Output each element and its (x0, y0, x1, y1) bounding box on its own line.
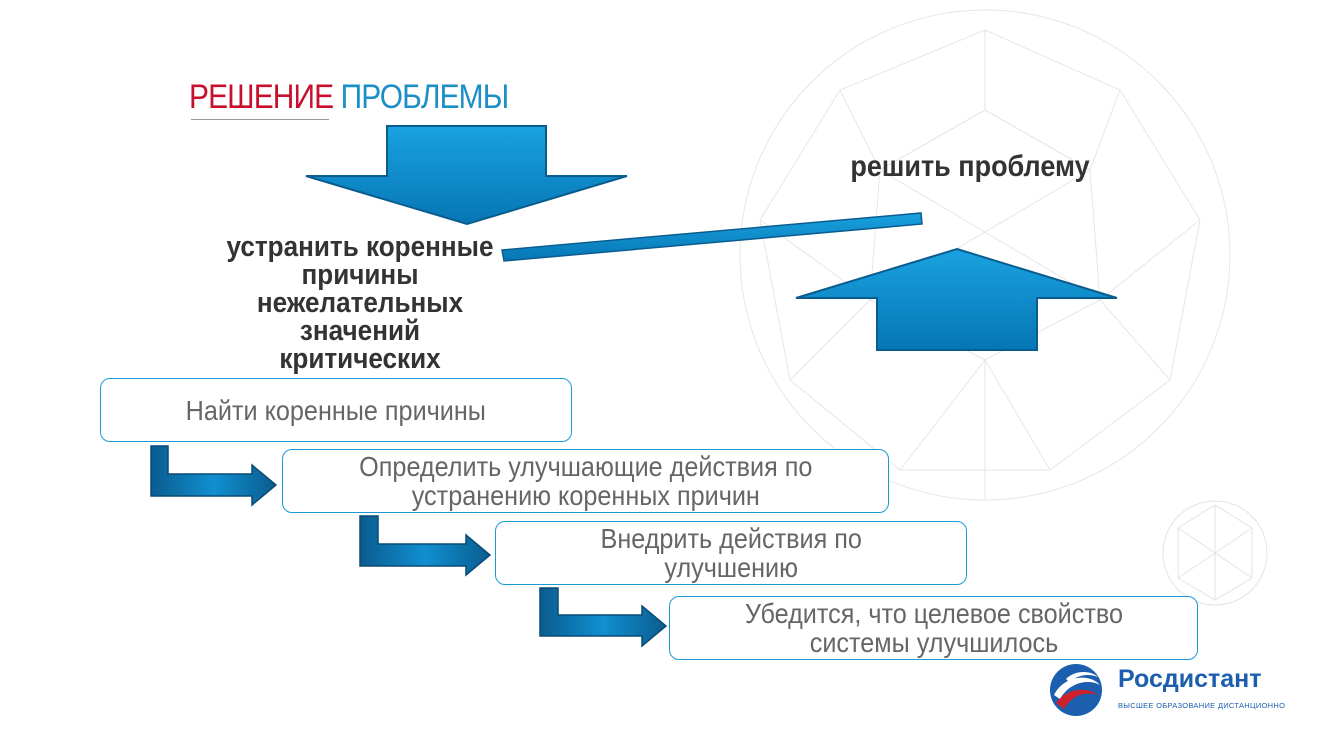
step-4-line-2: системы улучшилось (809, 627, 1058, 658)
step-box-define-actions: Определить улучшающие действия по устран… (282, 449, 889, 513)
brand-tagline: ВЫСШЕЕ ОБРАЗОВАНИЕ ДИСТАНЦИОННО (1118, 701, 1286, 710)
small-geodesic-decoration (1162, 500, 1268, 606)
step-box-implement-actions: Внедрить действия по улучшению (495, 521, 967, 585)
step-4-line-1: Убедится, что целевое свойство (744, 598, 1123, 629)
step-box-find-causes: Найти коренные причины (100, 378, 572, 442)
bent-arrow-1 (150, 445, 278, 507)
slide-title: РЕШЕНИЕ ПРОБЛЕМЫ (189, 78, 510, 117)
root-cause-label: устранить коренные причины нежелательных… (226, 231, 494, 402)
step-3-line-1: Внедрить действия по (600, 523, 862, 554)
rosdistant-emblem-icon (1050, 664, 1102, 716)
step-2-line-2: устранению коренных причин (411, 480, 760, 511)
title-underline (191, 119, 329, 120)
bent-arrow-2 (359, 515, 492, 577)
down-arrow (305, 125, 628, 226)
up-arrow (795, 247, 1118, 351)
geodesic-sphere-decoration (739, 9, 1231, 501)
step-box-verify-improvement: Убедится, что целевое свойство системы у… (669, 596, 1198, 660)
connector-bar (501, 212, 923, 262)
brand-name: Росдистант (1118, 665, 1262, 693)
title-part-blue: ПРОБЛЕМЫ (340, 78, 510, 116)
step-3-line-2: улучшению (664, 552, 798, 583)
rosdistant-logo: Росдистант ВЫСШЕЕ ОБРАЗОВАНИЕ ДИСТАНЦИОН… (1046, 659, 1286, 719)
bent-arrow-3 (539, 587, 668, 648)
title-part-red: РЕШЕНИЕ (189, 78, 334, 116)
goal-label: решить проблему (850, 150, 1090, 183)
step-2-line-1: Определить улучшающие действия по (358, 451, 813, 482)
step-1-line-1: Найти коренные причины (185, 394, 487, 426)
